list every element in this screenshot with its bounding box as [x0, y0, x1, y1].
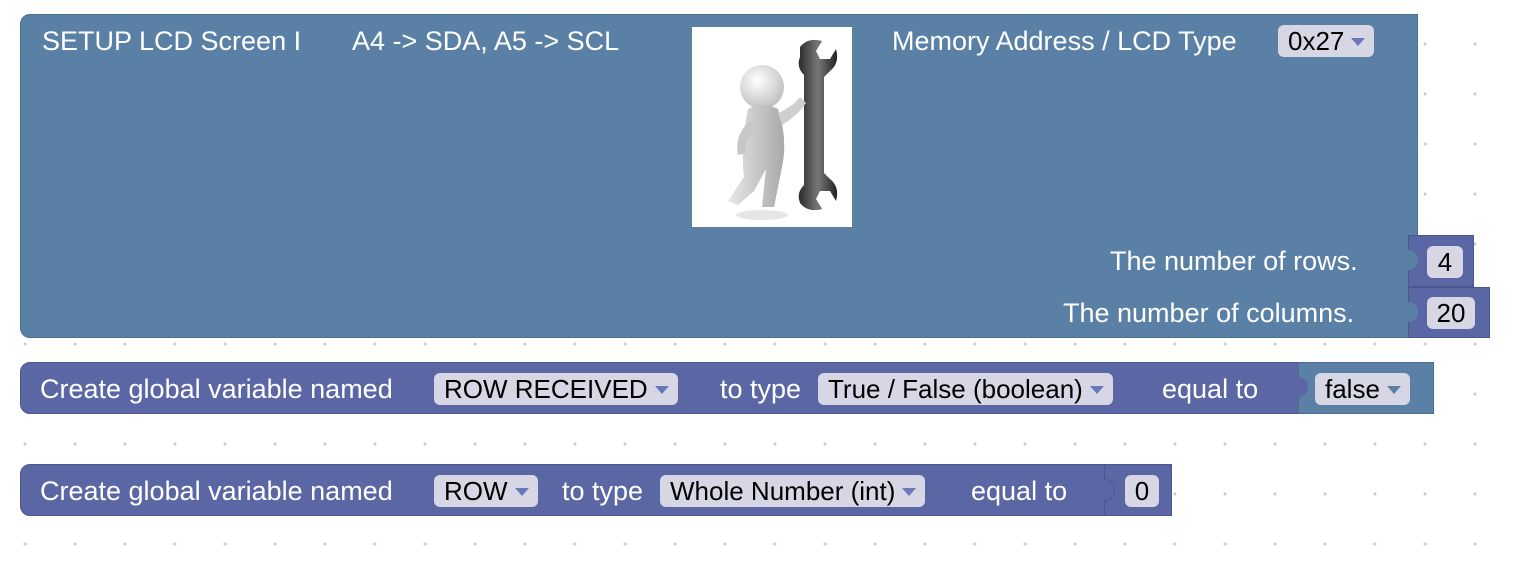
int-value-block[interactable]: 0: [1104, 464, 1172, 516]
chevron-down-icon: [902, 488, 917, 496]
to-type-label: to type: [720, 374, 802, 404]
equal-to-label: equal to: [971, 476, 1068, 506]
columns-number-block[interactable]: 20: [1408, 287, 1490, 338]
input-notch: [1408, 302, 1418, 322]
variable-type-dropdown[interactable]: True / False (boolean): [818, 373, 1113, 405]
rows-label: The number of rows.: [1110, 246, 1358, 276]
rows-number-block[interactable]: 4: [1408, 235, 1474, 287]
variable-type-value: Whole Number (int): [670, 476, 896, 506]
variable-name-dropdown[interactable]: ROW RECEIVED: [434, 373, 678, 405]
chevron-down-icon: [514, 488, 529, 496]
columns-number-field[interactable]: 20: [1427, 297, 1475, 329]
variable-type-dropdown[interactable]: Whole Number (int): [660, 475, 926, 507]
memory-address-dropdown[interactable]: 0x27: [1278, 25, 1375, 57]
create-global-variable-label: Create global variable named: [40, 374, 393, 404]
input-notch: [1104, 479, 1115, 501]
variable-name-value: ROW: [444, 476, 508, 506]
to-type-label: to type: [562, 476, 644, 506]
boolean-value-dropdown[interactable]: false: [1315, 373, 1410, 405]
chevron-down-icon: [1351, 38, 1366, 46]
variable-name-dropdown[interactable]: ROW: [434, 475, 538, 507]
memory-address-label: Memory Address / LCD Type: [892, 26, 1237, 56]
global-variable-block-row-received[interactable]: Create global variable named ROW RECEIVE…: [20, 362, 1308, 414]
variable-name-value: ROW RECEIVED: [444, 374, 648, 404]
columns-label: The number of columns.: [1063, 298, 1355, 328]
memory-address-value: 0x27: [1288, 26, 1345, 56]
input-notch: [1298, 377, 1308, 397]
int-value-field[interactable]: 0: [1125, 475, 1159, 507]
global-variable-block-row[interactable]: Create global variable named ROW to type…: [20, 464, 1114, 516]
chevron-down-icon: [1089, 386, 1104, 394]
lcd-pins-label: A4 -> SDA, A5 -> SCL: [352, 26, 620, 56]
input-notch: [1408, 250, 1418, 270]
equal-to-label: equal to: [1162, 374, 1259, 404]
create-global-variable-label: Create global variable named: [40, 476, 393, 506]
person-with-wrench-image: [692, 27, 852, 227]
boolean-value: false: [1325, 374, 1380, 404]
variable-type-value: True / False (boolean): [828, 374, 1083, 404]
boolean-value-block[interactable]: false: [1298, 362, 1434, 414]
lcd-setup-block[interactable]: SETUP LCD Screen I A4 -> SDA, A5 -> SCL: [20, 14, 1418, 338]
chevron-down-icon: [1386, 386, 1401, 394]
wrench-figure-icon: [728, 39, 838, 220]
rows-number-field[interactable]: 4: [1427, 246, 1463, 278]
lcd-block-title: SETUP LCD Screen I: [42, 26, 302, 56]
chevron-down-icon: [654, 386, 669, 394]
